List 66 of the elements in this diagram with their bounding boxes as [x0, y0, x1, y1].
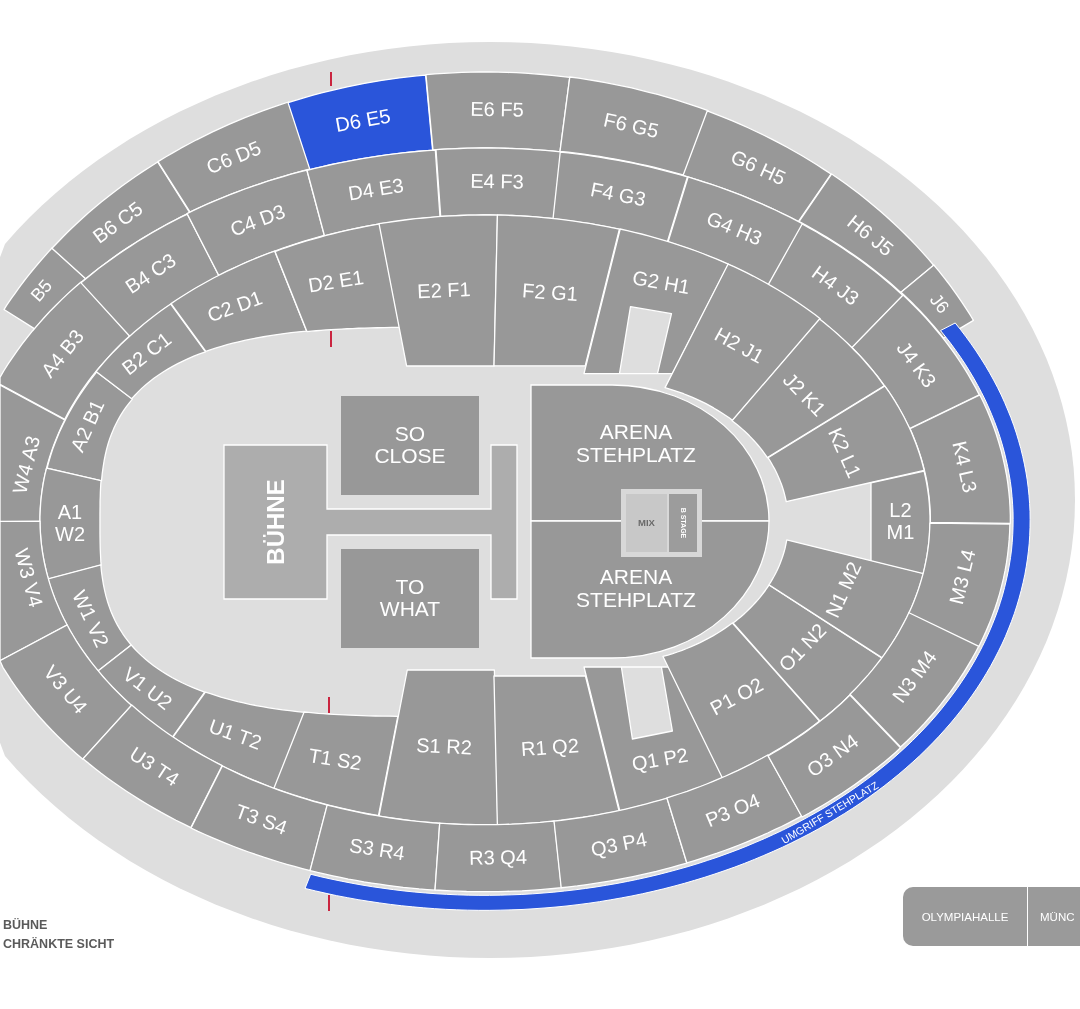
section-label: E6 F5: [470, 98, 524, 122]
section-label: P1 O2: [707, 674, 768, 721]
section-label: D6 E5: [333, 105, 393, 137]
section-label: S3 R4: [347, 834, 407, 866]
area-label: MIX: [638, 517, 655, 529]
section-label: C2 D1: [205, 287, 266, 327]
section-label: J2 K1: [778, 368, 830, 421]
section-label: H2 J1: [710, 323, 767, 368]
floor-section: [341, 549, 479, 648]
section-label: N1 M2: [821, 558, 866, 622]
section-label: T3 S4: [231, 800, 290, 840]
location-tab: MÜNC: [1028, 887, 1080, 946]
section-label: SO CLOSE: [374, 422, 446, 469]
section-label: F4 G3: [589, 178, 648, 211]
section-label: A4 B3: [37, 325, 89, 382]
section-label: F2 G1: [521, 280, 579, 306]
section-label: K4 L3: [947, 438, 981, 495]
section-label: O3 N4: [803, 729, 863, 782]
section-label: R1 Q2: [520, 735, 580, 762]
note-text: BÜHNE: [3, 918, 48, 932]
section-label: N3 M4: [888, 646, 941, 707]
section-label: H6 J5: [842, 211, 897, 261]
section-label: Q1 P2: [629, 744, 690, 776]
section-label: C6 D5: [203, 137, 265, 179]
section-label: W1 V2: [67, 586, 113, 651]
section-label: V1 U2: [118, 663, 177, 715]
note-text: CHRÄNKTE SICHT: [3, 937, 115, 951]
floor-section: [341, 396, 479, 495]
section-label: P3 O4: [702, 789, 764, 832]
section-label: T1 S2: [307, 745, 364, 775]
area-label: ARENA STEHPLATZ: [576, 421, 696, 467]
section-label: U1 T2: [205, 715, 265, 755]
area-label: ARENA STEHPLATZ: [576, 566, 696, 612]
location-tab: OLYMPIAHALLE: [903, 887, 1027, 946]
section-label: U3 T4: [125, 743, 183, 791]
section-label: G4 H3: [702, 208, 765, 251]
section-label: F6 G5: [601, 109, 661, 143]
section-label: G2 H1: [630, 267, 692, 299]
section-label: O1 N2: [775, 619, 832, 677]
section-label: Q3 P4: [588, 829, 649, 862]
section-label: K2 L1: [823, 425, 865, 482]
section-label: W4 A3: [9, 433, 45, 497]
b-stage-area: [669, 494, 697, 552]
section-label: M3 L4: [946, 547, 981, 607]
section-label: J4 K3: [892, 337, 940, 392]
section-label: L2 M1: [886, 500, 915, 544]
section-label: B6 C5: [88, 197, 147, 248]
section-label: B5: [27, 275, 57, 306]
section-label: G6 H5: [726, 145, 789, 190]
section-label: B2 C1: [118, 328, 176, 380]
section-label: D4 E3: [346, 175, 406, 206]
section-label: H4 J3: [807, 261, 863, 310]
section-label: E2 F1: [417, 279, 472, 304]
section-label: D2 E1: [306, 266, 366, 297]
section-label: V3 U4: [39, 661, 92, 718]
section-label: TO WHAT: [379, 575, 441, 622]
section-label: B4 C3: [122, 250, 181, 299]
section-label: E4 F3: [470, 170, 525, 193]
section-label: C4 D3: [227, 201, 288, 241]
stage-label: BÜHNE: [263, 479, 289, 565]
section-label: W3 V4: [9, 546, 46, 611]
section-label: A2 B1: [67, 396, 110, 455]
section-label: J6: [925, 290, 953, 318]
section-label: S1 R2: [416, 734, 473, 759]
section-label: R3 Q4: [468, 847, 527, 870]
section-label: A1 W2: [55, 502, 85, 547]
